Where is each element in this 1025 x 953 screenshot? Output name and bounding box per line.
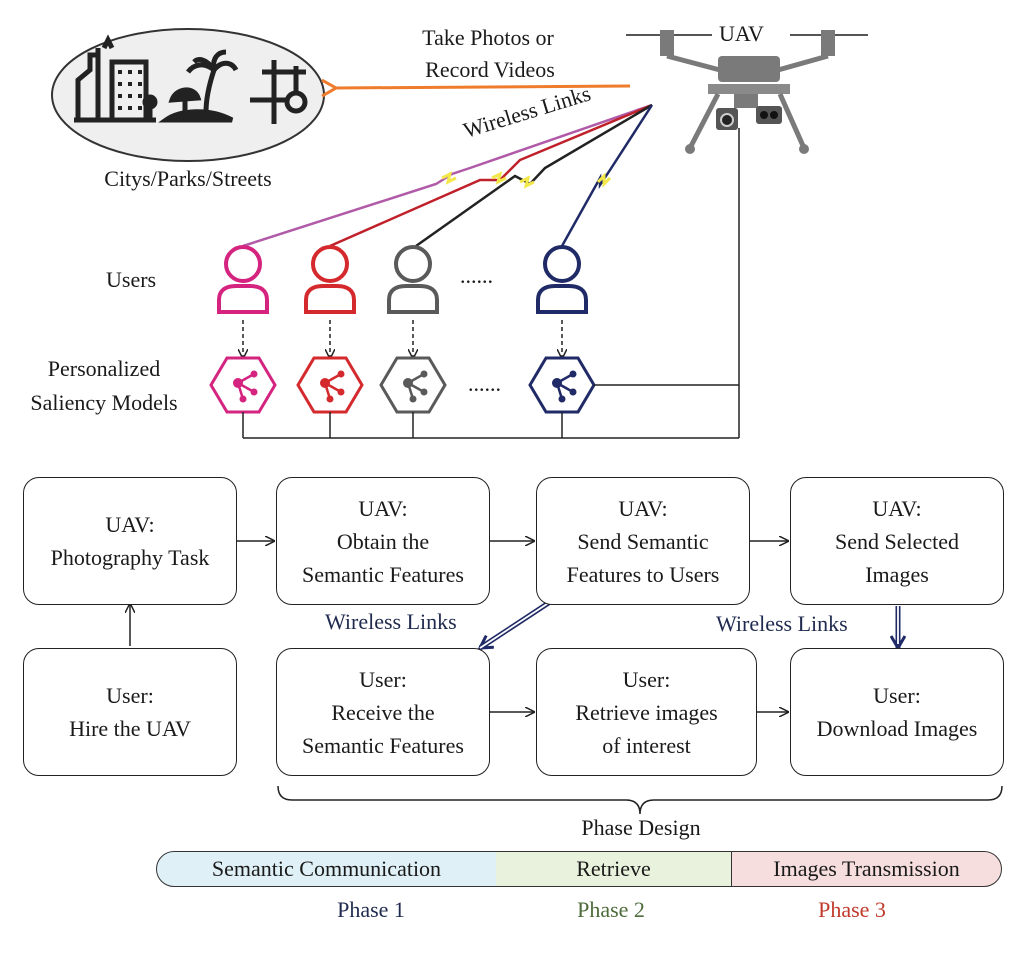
uav-label: UAV	[719, 21, 764, 46]
phase-brace	[277, 785, 1003, 815]
user-3-icon	[387, 245, 439, 314]
box-text: Features to Users	[566, 561, 720, 587]
photo-arrow	[336, 86, 631, 88]
buildings-icon	[74, 34, 158, 123]
box-text: User:	[106, 683, 154, 708]
users-ellipsis: ......	[460, 263, 493, 288]
box-retrieve-images: User: Retrieve images of interest	[536, 648, 757, 776]
phase-1-segment: Semantic Communication	[156, 851, 497, 887]
wireless-label-right: Wireless Links	[716, 611, 848, 636]
phase-3-label: Phase 3	[818, 897, 886, 922]
model-3-icon	[379, 356, 447, 414]
wireless-links	[242, 103, 654, 248]
box-text: Semantic Features	[302, 561, 464, 587]
box-text: Obtain the	[336, 528, 430, 554]
model-4-icon	[528, 356, 596, 414]
box-text: Hire the UAV	[69, 716, 191, 741]
models-label-line2: Saliency Models	[30, 390, 178, 415]
model-1-icon	[209, 356, 277, 414]
uav-drone-icon	[626, 30, 868, 154]
box-text: User:	[622, 666, 671, 692]
box-text: User:	[359, 666, 407, 692]
user-1-icon	[217, 245, 269, 314]
user-2-icon	[304, 245, 356, 314]
phase-1-label: Phase 1	[337, 897, 405, 922]
box-hire-uav: User: Hire the UAV	[23, 648, 237, 776]
scene-label: Citys/Parks/Streets	[104, 166, 272, 191]
box-text: Images	[865, 561, 929, 587]
box-text: Send Semantic	[577, 528, 709, 554]
box-text: Retrieve images	[575, 699, 718, 725]
box-receive-features: User: Receive the Semantic Features	[276, 648, 490, 776]
user-4-icon	[536, 245, 588, 314]
phase-2-label: Phase 2	[577, 897, 645, 922]
box-text: Download Images	[816, 716, 978, 741]
box-text: UAV:	[105, 512, 155, 537]
photo-label-line2: Record Videos	[425, 57, 555, 82]
street-icon	[250, 60, 308, 124]
box-text: Photography Task	[50, 545, 210, 570]
beach-icon	[158, 49, 239, 123]
phase-design-title: Phase Design	[581, 815, 701, 840]
box-obtain-features: UAV: Obtain the Semantic Features	[276, 477, 490, 605]
scene-ellipse	[51, 28, 325, 162]
model-bus-lines	[242, 128, 740, 439]
box-text: Send Selected	[834, 528, 960, 554]
box-send-images: UAV: Send Selected Images	[790, 477, 1004, 605]
box-text: Receive the	[331, 699, 435, 725]
box-photography-task: UAV: Photography Task	[23, 477, 237, 605]
box-text: UAV:	[358, 495, 408, 521]
box-text: User:	[873, 683, 921, 708]
box-text: of interest	[602, 732, 691, 758]
phase-3-segment: Images Transmission	[731, 851, 1002, 887]
phase-2-segment: Retrieve	[496, 851, 732, 887]
wireless-label-left: Wireless Links	[325, 609, 457, 634]
box-text: Semantic Features	[302, 732, 464, 758]
photo-label-line1: Take Photos or	[422, 25, 554, 50]
model-2-icon	[296, 356, 364, 414]
box-text: UAV:	[872, 495, 922, 521]
users-label: Users	[106, 267, 157, 292]
box-send-semantic: UAV: Send Semantic Features to Users	[536, 477, 750, 605]
wireless-arrow-left	[480, 599, 552, 651]
models-ellipsis: ......	[468, 371, 501, 396]
dashed-arrows	[243, 320, 562, 358]
models-label-line1: Personalized	[47, 356, 161, 381]
box-text: UAV:	[618, 495, 668, 521]
flow-arrows	[130, 541, 788, 712]
box-download-images: User: Download Images	[790, 648, 1004, 776]
